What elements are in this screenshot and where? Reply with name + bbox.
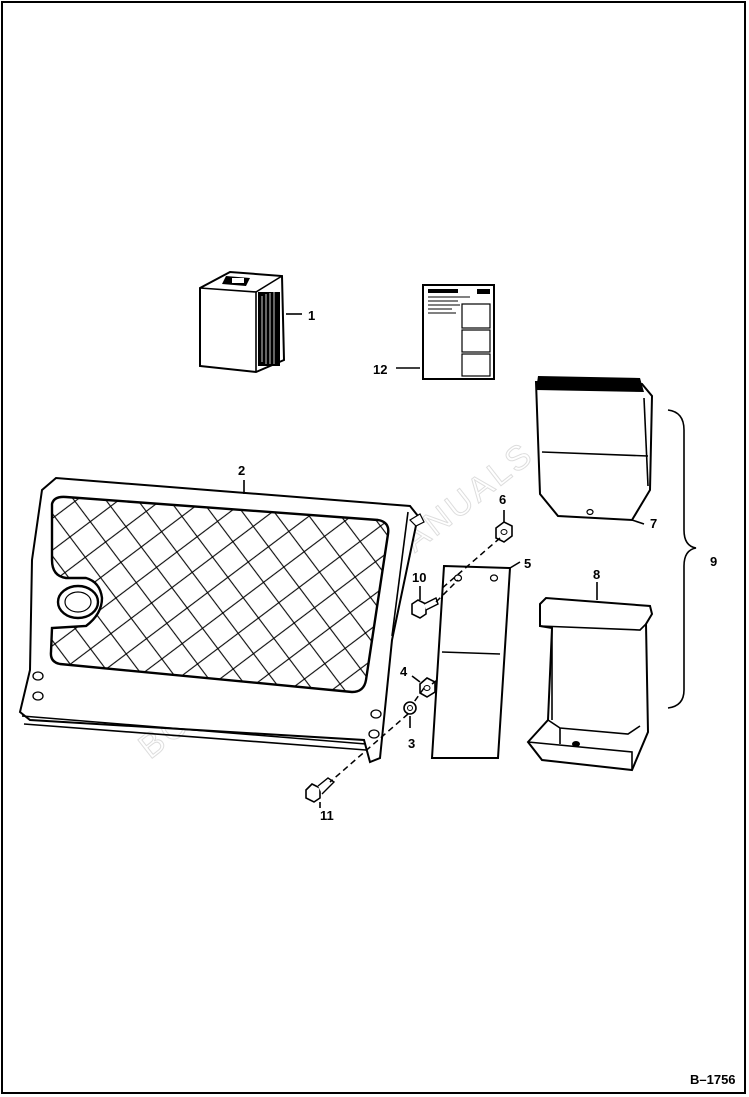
part-8-lower-bracket <box>526 596 654 772</box>
callout-12: 12 <box>373 362 387 377</box>
callout-1: 1 <box>308 308 315 323</box>
figure-code: B–1756 <box>690 1072 736 1087</box>
callout-8: 8 <box>593 567 600 582</box>
callout-10: 10 <box>412 570 426 585</box>
part-4-nut <box>419 677 436 698</box>
callout-labels: 1 2 3 4 5 6 7 8 9 10 11 12 <box>238 308 717 823</box>
callout-4: 4 <box>400 664 408 679</box>
callout-9: 9 <box>710 554 717 569</box>
part-7-upper-cover <box>534 376 654 522</box>
part-5-plate <box>430 564 512 759</box>
part-3-washer <box>403 701 417 715</box>
callout-6: 6 <box>499 492 506 507</box>
callout-7: 7 <box>650 516 657 531</box>
callout-2: 2 <box>238 463 245 478</box>
callout-3: 3 <box>408 736 415 751</box>
part-1-filter-box <box>199 270 286 374</box>
callout-11: 11 <box>320 808 334 823</box>
part-12-instruction-sheet <box>422 284 495 380</box>
part-2-grille-panel <box>18 476 425 764</box>
callout-5: 5 <box>524 556 531 571</box>
assembly-lines <box>329 537 501 783</box>
leader-lines <box>243 313 697 808</box>
part-10-bolt <box>411 597 439 619</box>
